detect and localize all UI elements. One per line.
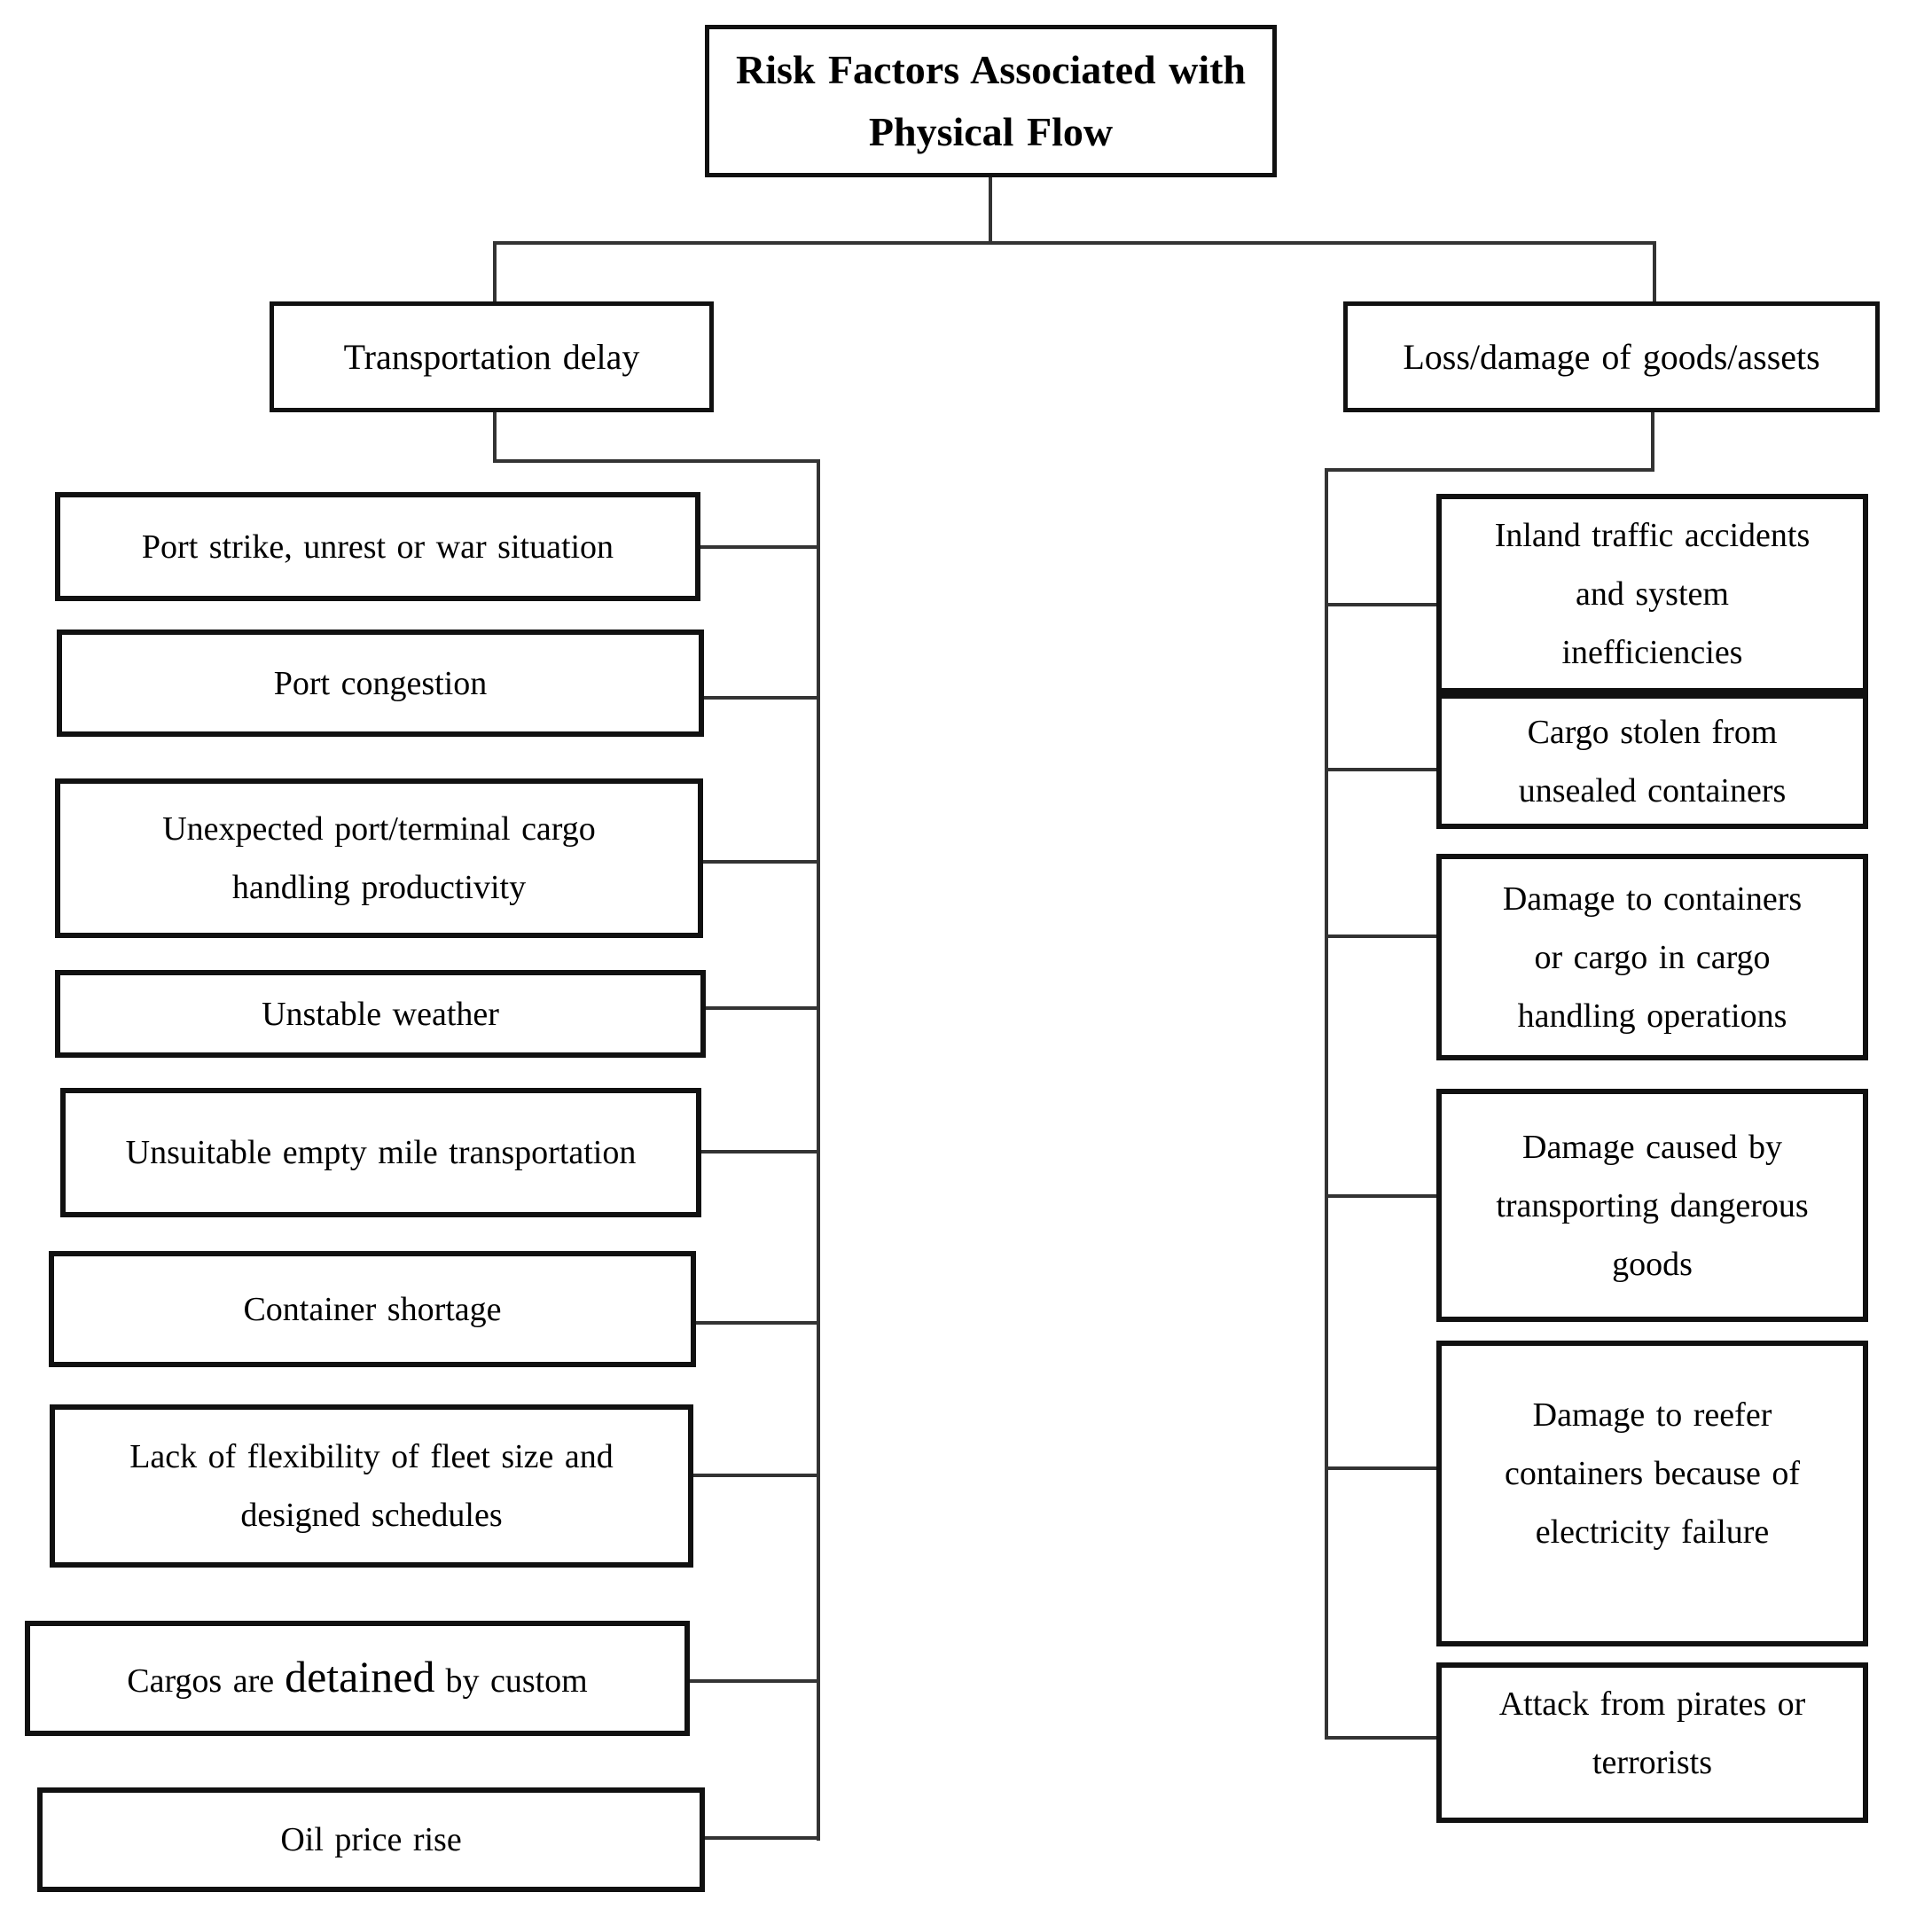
- node-branch-transportation-delay: Transportation delay: [270, 301, 714, 412]
- node-label: Port strike, unrest or war situation: [141, 528, 614, 566]
- node-empty-mile-transportation: Unsuitable empty mile transportation: [60, 1088, 701, 1217]
- connector-left-stub-2: [702, 696, 820, 700]
- node-cargos-detained: Cargos are detained by custom: [25, 1621, 690, 1736]
- node-label: Port congestion: [273, 664, 488, 702]
- connector-left-stub-7: [692, 1474, 820, 1477]
- node-branch-loss-damage: Loss/damage of goods/assets: [1343, 301, 1880, 412]
- detained-prefix: Cargos are: [127, 1662, 275, 1700]
- connector-right-stub-6: [1325, 1736, 1436, 1740]
- detained-emphasis: detained: [285, 1651, 435, 1701]
- node-label: Unstable weather: [262, 995, 499, 1033]
- detained-suffix: by custom: [445, 1662, 588, 1700]
- node-port-terminal-productivity: Unexpected port/terminal cargo handling …: [55, 778, 703, 938]
- node-damage-dangerous-goods: Damage caused by transporting dangerous …: [1436, 1089, 1868, 1322]
- connector-left-stub-5: [700, 1150, 820, 1154]
- connector-left-stub-6: [694, 1321, 820, 1325]
- node-label: Inland traffic accidents and system inef…: [1494, 516, 1811, 671]
- connector-right-stub-5: [1325, 1466, 1436, 1470]
- node-label: Attack from pirates or terrorists: [1498, 1685, 1806, 1781]
- node-damage-cargo-handling: Damage to containers or cargo in cargo h…: [1436, 854, 1868, 1060]
- node-port-congestion: Port congestion: [57, 630, 704, 737]
- node-container-shortage: Container shortage: [49, 1251, 696, 1367]
- node-label: Damage to reefer containers because of e…: [1504, 1396, 1801, 1551]
- node-label: Lack of flexibility of fleet size and de…: [129, 1438, 614, 1534]
- connector-left-stub-1: [699, 545, 820, 549]
- node-label: Oil price rise: [280, 1821, 462, 1858]
- node-root: Risk Factors Associated with Physical Fl…: [705, 25, 1277, 177]
- connector-right-stub-2: [1325, 768, 1436, 771]
- connector-right-branch-drop: [1653, 241, 1656, 303]
- node-pirates-terrorists: Attack from pirates or terrorists: [1436, 1662, 1868, 1823]
- connector-left-stub-8: [688, 1679, 820, 1683]
- node-label: Unsuitable empty mile transportation: [125, 1134, 637, 1171]
- node-label: Cargos are detained by custom: [127, 1647, 588, 1710]
- connector-left-bottom-drop: [493, 411, 497, 463]
- node-port-strike: Port strike, unrest or war situation: [55, 492, 700, 601]
- node-label: Cargo stolen from unsealed containers: [1518, 713, 1787, 809]
- connector-left-branch-drop: [493, 241, 497, 303]
- node-label: Unexpected port/terminal cargo handling …: [162, 810, 596, 906]
- node-cargo-stolen: Cargo stolen from unsealed containers: [1436, 693, 1868, 829]
- connector-title-drop: [989, 177, 992, 245]
- connector-right-stub-3: [1325, 935, 1436, 938]
- connector-right-trunk: [1325, 468, 1328, 1740]
- branch-right-label: Loss/damage of goods/assets: [1403, 336, 1820, 377]
- root-label: Risk Factors Associated with Physical Fl…: [735, 47, 1247, 154]
- node-inland-traffic-accidents: Inland traffic accidents and system inef…: [1436, 494, 1868, 693]
- branch-left-label: Transportation delay: [343, 336, 640, 377]
- node-label: Damage to containers or cargo in cargo h…: [1502, 880, 1803, 1035]
- node-oil-price-rise: Oil price rise: [37, 1787, 705, 1892]
- node-fleet-flexibility: Lack of flexibility of fleet size and de…: [50, 1404, 693, 1568]
- node-label: Container shortage: [243, 1290, 502, 1328]
- node-label: Damage caused by transporting dangerous …: [1496, 1128, 1809, 1283]
- connector-right-stub-1: [1325, 603, 1436, 606]
- connector-left-stub-4: [704, 1006, 820, 1010]
- node-unstable-weather: Unstable weather: [55, 970, 706, 1058]
- connector-right-bottom-drop: [1651, 411, 1654, 472]
- connector-right-stub-4: [1325, 1194, 1436, 1198]
- connector-left-horizontal: [493, 459, 820, 463]
- connector-right-horizontal: [1325, 468, 1654, 472]
- node-damage-reefer-containers: Damage to reefer containers because of e…: [1436, 1341, 1868, 1646]
- connector-left-stub-3: [701, 860, 820, 864]
- connector-left-stub-9: [703, 1836, 820, 1840]
- connector-top-horizontal: [493, 241, 1656, 245]
